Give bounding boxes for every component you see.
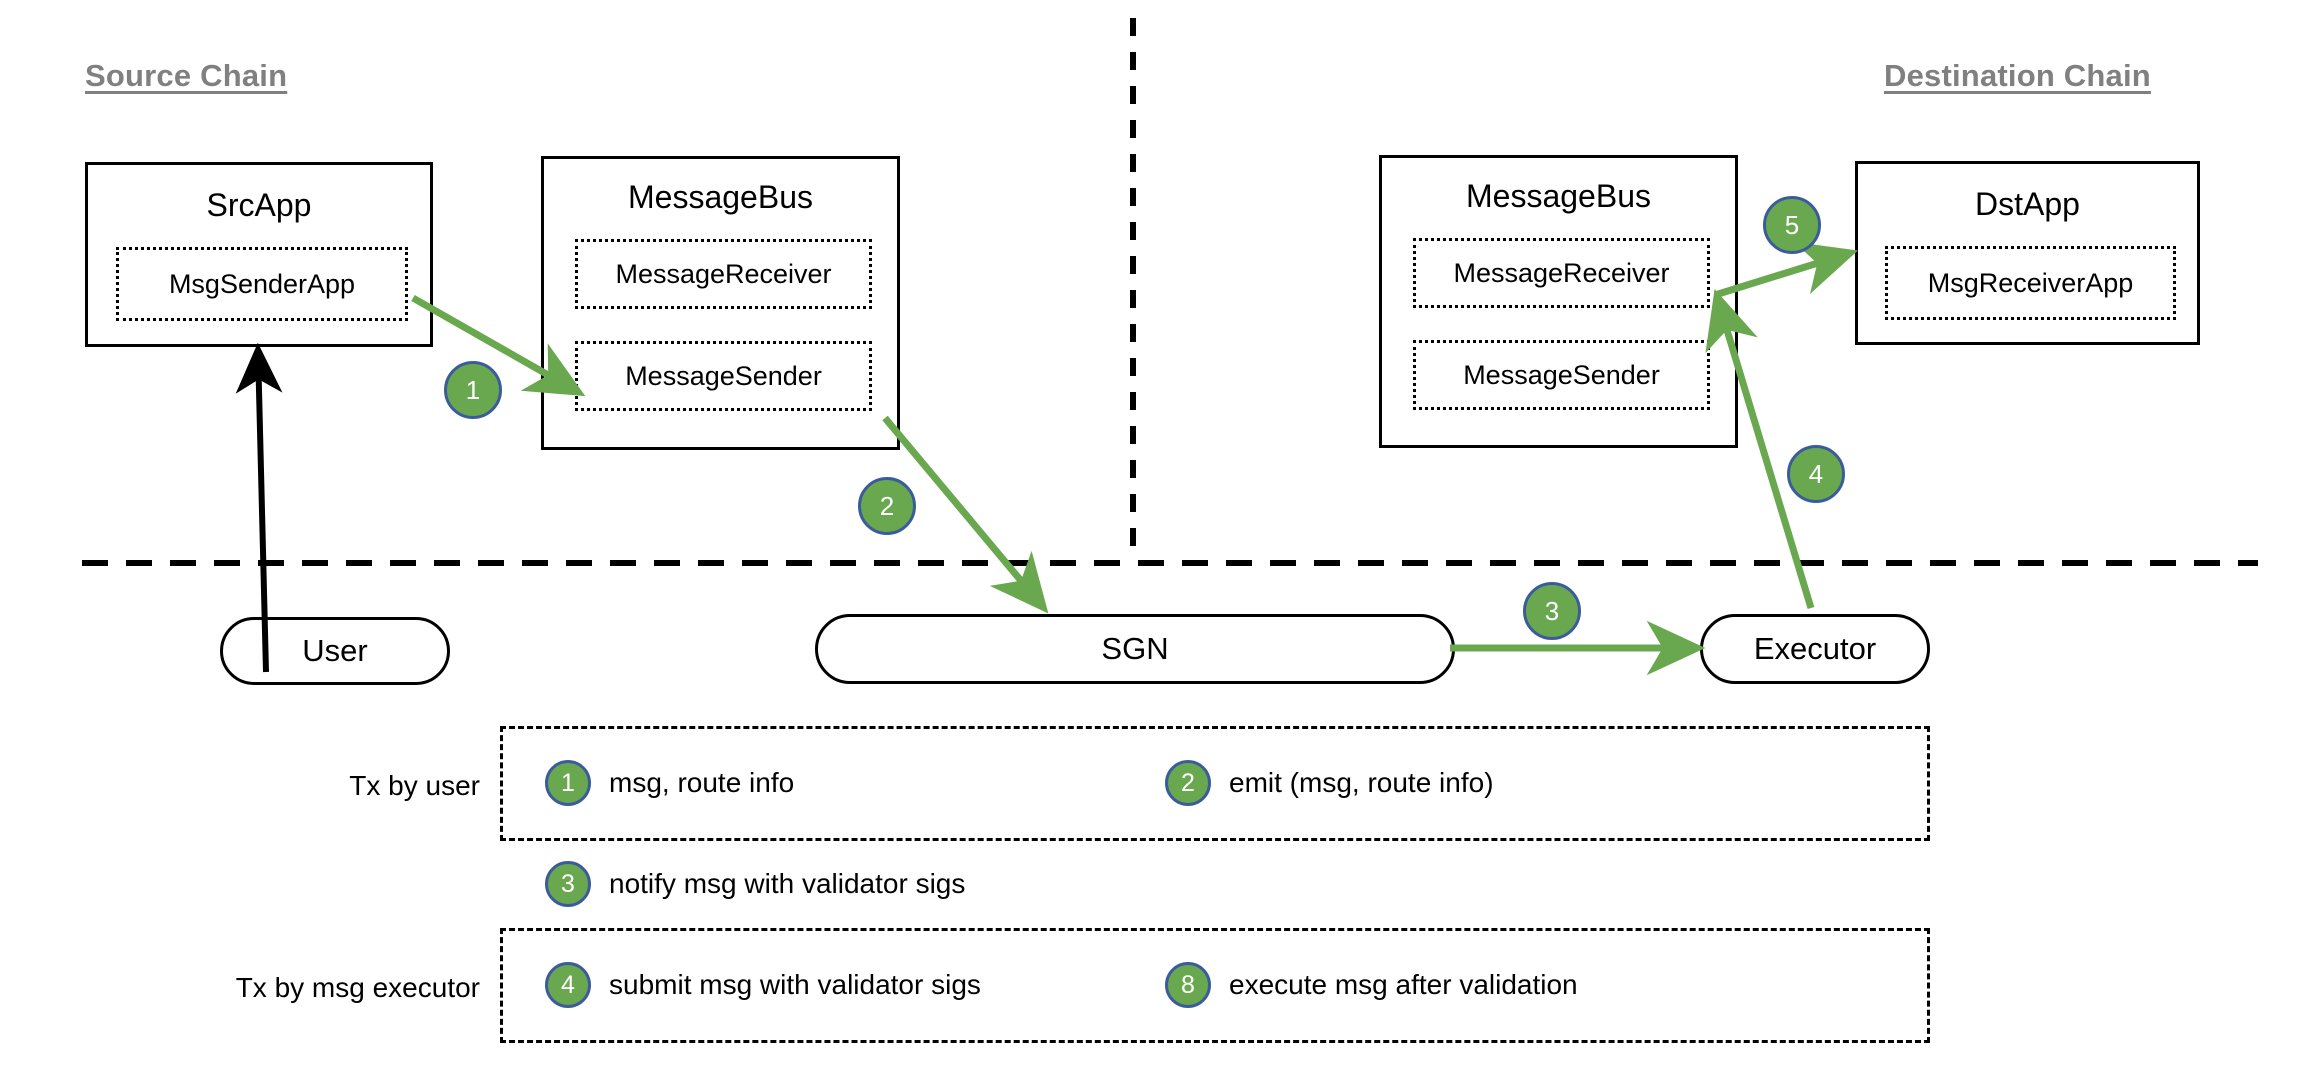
destination-chain-title: Destination Chain: [1884, 58, 2151, 93]
legend-badge-8: 8: [1165, 962, 1211, 1008]
legend-badge-2: 2: [1165, 760, 1211, 806]
inner-box-msgreceiverapp[interactable]: MsgReceiverApp: [1885, 246, 2176, 320]
source-chain-title: Source Chain: [85, 58, 288, 93]
node-dst-messagebus[interactable]: MessageBus MessageReceiver MessageSender: [1379, 155, 1738, 448]
legend-text-4: submit msg with validator sigs: [609, 969, 981, 1000]
legend-row2-box: [500, 928, 1930, 1043]
legend-item-3: 3 notify msg with validator sigs: [545, 861, 965, 907]
legend-text-8: execute msg after validation: [1229, 969, 1578, 1000]
node-srcapp-title: SrcApp: [206, 187, 312, 223]
legend-row1-box: [500, 726, 1930, 841]
flow-badge-4: 4: [1787, 445, 1845, 503]
legend-text-3: notify msg with validator sigs: [609, 868, 966, 899]
flow-badge-3: 3: [1523, 582, 1581, 640]
node-executor[interactable]: Executor: [1700, 614, 1930, 684]
inner-box-dst-messagereceiver[interactable]: MessageReceiver: [1413, 238, 1710, 308]
inner-box-dst-messagesender[interactable]: MessageSender: [1413, 340, 1710, 410]
legend-item-2: 2 emit (msg, route info): [1165, 760, 1494, 806]
legend-text-1: msg, route info: [609, 767, 795, 798]
legend-row2-label: Tx by msg executor: [235, 972, 480, 1003]
node-sgn[interactable]: SGN: [815, 614, 1455, 684]
flow-badge-2: 2: [858, 477, 916, 535]
inner-box-src-messagereceiver[interactable]: MessageReceiver: [575, 239, 872, 309]
node-srcapp[interactable]: SrcApp MsgSenderApp: [85, 162, 433, 347]
flow-badge-1: 1: [444, 361, 502, 419]
inner-box-src-messagesender[interactable]: MessageSender: [575, 341, 872, 411]
inner-box-msgsenderapp[interactable]: MsgSenderApp: [116, 247, 408, 321]
legend-badge-3: 3: [545, 861, 591, 907]
legend-row1-label: Tx by user: [349, 770, 480, 801]
node-src-messagebus[interactable]: MessageBus MessageReceiver MessageSender: [541, 156, 900, 450]
node-dst-messagebus-title: MessageBus: [1466, 178, 1651, 214]
node-dstapp-title: DstApp: [1975, 186, 2080, 222]
node-dstapp[interactable]: DstApp MsgReceiverApp: [1855, 161, 2200, 345]
node-user[interactable]: User: [220, 617, 450, 685]
legend-text-2: emit (msg, route info): [1229, 767, 1494, 798]
legend-item-1: 1 msg, route info: [545, 760, 794, 806]
legend-item-4: 4 submit msg with validator sigs: [545, 962, 981, 1008]
flow-badge-5: 5: [1763, 196, 1821, 254]
legend-badge-4: 4: [545, 962, 591, 1008]
legend-badge-1: 1: [545, 760, 591, 806]
legend-item-8: 8 execute msg after validation: [1165, 962, 1578, 1008]
node-src-messagebus-title: MessageBus: [628, 179, 813, 215]
